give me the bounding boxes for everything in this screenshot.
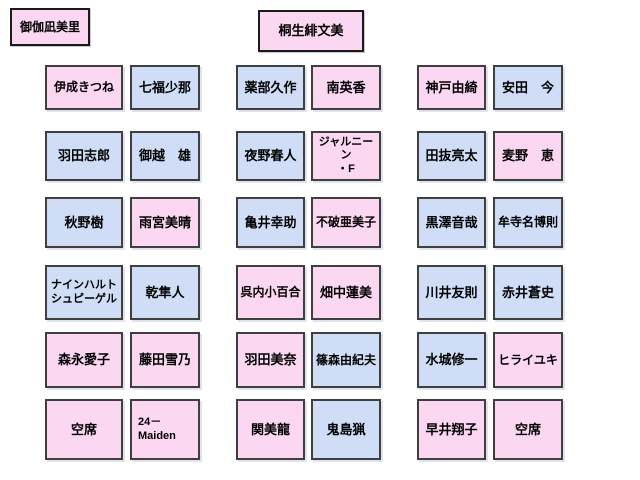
seat-label: 畑中蓮美: [319, 284, 372, 300]
seat-box[interactable]: 24－ Maiden: [130, 399, 200, 460]
seat-box[interactable]: 畑中蓮美: [311, 265, 381, 320]
seat-box[interactable]: 夜野春人: [236, 131, 305, 181]
seat-label: ヒライユキ: [498, 352, 558, 367]
seat-label: 牟寺名博則: [497, 215, 558, 230]
seat-box[interactable]: 空席: [493, 399, 563, 460]
seat-box[interactable]: 亀井幸助: [236, 197, 305, 248]
seat-box[interactable]: 羽田美奈: [236, 332, 305, 388]
seat-label: 水城修一: [425, 352, 478, 368]
seat-box[interactable]: 呉内小百合: [236, 265, 305, 320]
seat-label: 早井翔子: [425, 421, 478, 437]
seat-label: 亀井幸助: [244, 214, 297, 230]
seat-box[interactable]: 赤井蒼史: [493, 265, 563, 320]
seat-box[interactable]: 伊成きつね: [45, 65, 123, 110]
seat-box[interactable]: 羽田志郎: [45, 131, 123, 181]
seat-label: 安田 今: [501, 79, 554, 95]
seat-box[interactable]: 秋野樹: [45, 197, 123, 248]
seat-box[interactable]: 水城修一: [417, 332, 486, 388]
seat-box[interactable]: 雨宮美晴: [130, 197, 200, 248]
seat-box[interactable]: 空席: [45, 399, 123, 460]
seat-box[interactable]: 藤田雪乃: [130, 332, 200, 388]
seat-label: 藤田雪乃: [138, 352, 191, 368]
seat-label: 薬部久作: [244, 79, 297, 95]
seat-label: 黒澤音哉: [425, 214, 478, 230]
seat-label: 不破亜美子: [315, 215, 376, 230]
seat-box[interactable]: 篠森由紀夫: [311, 332, 381, 388]
teacher-name: 桐生緋文美: [278, 23, 344, 39]
seat-box[interactable]: 乾隼人: [130, 265, 200, 320]
seat-box[interactable]: 牟寺名博則: [493, 197, 563, 248]
seat-label: 七福少那: [138, 79, 191, 95]
seat-box[interactable]: 関美龍: [236, 399, 305, 460]
seat-box[interactable]: 安田 今: [493, 65, 563, 110]
seat-label: 24－ Maiden: [138, 416, 176, 442]
seat-box[interactable]: 田抜亮太: [417, 131, 486, 181]
seat-box[interactable]: 神戸由綺: [417, 65, 486, 110]
teacher-name: 御伽凪美里: [19, 19, 80, 34]
seat-box[interactable]: 薬部久作: [236, 65, 305, 110]
seat-box[interactable]: 御越 雄: [130, 131, 200, 181]
seat-label: ジャルニーン ・F: [318, 136, 374, 175]
seat-box[interactable]: ヒライユキ: [493, 332, 563, 388]
seat-label: 空席: [514, 421, 541, 437]
seat-box[interactable]: 七福少那: [130, 65, 200, 110]
seat-box[interactable]: 鬼島猟: [311, 399, 381, 460]
seat-box[interactable]: 不破亜美子: [311, 197, 381, 248]
seat-label: ナインハルト シュピーゲル: [51, 279, 117, 305]
seat-label: 田抜亮太: [425, 148, 478, 164]
seat-label: 空席: [70, 421, 97, 437]
seat-label: 関美龍: [250, 421, 290, 437]
seat-label: 雨宮美晴: [138, 214, 191, 230]
seat-label: 羽田美奈: [244, 352, 297, 368]
seat-label: 篠森由紀夫: [315, 352, 376, 367]
seat-box[interactable]: 森永愛子: [45, 332, 123, 388]
seat-label: 赤井蒼史: [501, 284, 554, 300]
seat-box[interactable]: 南英香: [311, 65, 381, 110]
seat-label: 秋野樹: [64, 214, 104, 230]
seat-label: 呉内小百合: [240, 285, 301, 300]
seat-label: 乾隼人: [145, 284, 185, 300]
seat-label: 神戸由綺: [425, 79, 478, 95]
teacher-box-center[interactable]: 桐生緋文美: [258, 10, 364, 52]
seat-label: 森永愛子: [57, 352, 110, 368]
seat-label: 御越 雄: [138, 148, 191, 164]
seat-box[interactable]: ジャルニーン ・F: [311, 131, 381, 181]
seat-box[interactable]: 麦野 恵: [493, 131, 563, 181]
seat-label: 南英香: [326, 79, 366, 95]
seat-label: 羽田志郎: [57, 148, 110, 164]
teacher-box-left[interactable]: 御伽凪美里: [10, 8, 90, 46]
seat-box[interactable]: ナインハルト シュピーゲル: [45, 265, 123, 320]
seat-box[interactable]: 早井翔子: [417, 399, 486, 460]
seat-label: 伊成きつね: [53, 80, 114, 95]
seat-label: 麦野 恵: [501, 148, 554, 164]
seat-label: 川井友則: [425, 284, 478, 300]
seat-label: 夜野春人: [244, 148, 297, 164]
seat-label: 鬼島猟: [326, 421, 366, 437]
seat-box[interactable]: 川井友則: [417, 265, 486, 320]
seat-box[interactable]: 黒澤音哉: [417, 197, 486, 248]
